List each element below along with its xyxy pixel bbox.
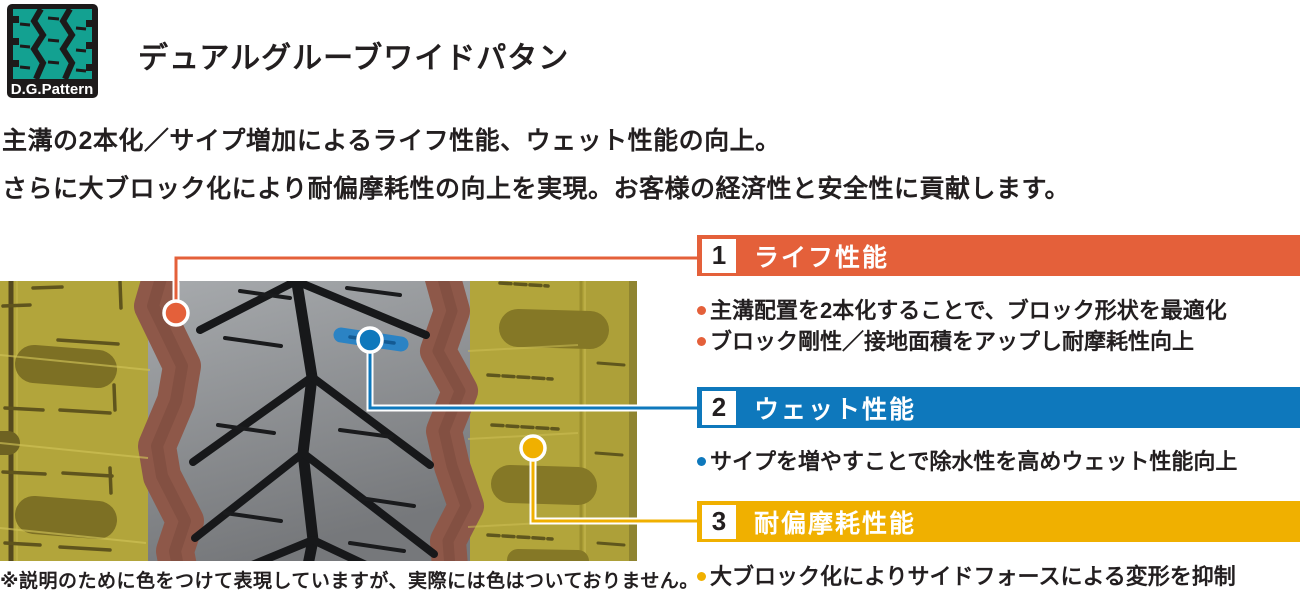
bullet-list-life: 主溝配置を2本化することで、ブロック形状を最適化 ブロック剛性／接地面積をアップ…: [697, 295, 1297, 357]
highlighted-sipe-wet: [333, 327, 409, 352]
bullet-dot: [697, 306, 706, 315]
section-header-wear: 3 耐偏摩耗性能: [697, 501, 1300, 542]
tire-tread-icon: [13, 7, 92, 81]
tire-tread-image: [0, 269, 637, 572]
bullet-text: 主溝配置を2本化することで、ブロック形状を最適化: [710, 298, 1227, 323]
bullet-item: サイプを増やすことで除水性を高めウェット性能向上: [697, 446, 1297, 477]
intro-paragraph: 主溝の2本化／サイプ増加によるライフ性能、ウェット性能の向上。 さらに大ブロック…: [2, 117, 1070, 213]
bullet-item: ブロック剛性／接地面積をアップし耐摩耗性向上: [697, 326, 1297, 357]
bullet-dot: [697, 337, 706, 346]
bullet-text: ブロック剛性／接地面積をアップし耐摩耗性向上: [710, 329, 1195, 354]
footnote: ※説明のために色をつけて表現していますが、実際には色はついておりません。: [0, 571, 699, 592]
section-header-life: 1 ライフ性能: [697, 235, 1300, 276]
section-number-wear: 3: [702, 504, 736, 539]
bullet-item: 大ブロック化によりサイドフォースによる変形を抑制: [697, 561, 1297, 592]
intro-line-2: さらに大ブロック化により耐偏摩耗性の向上を実現。お客様の経済性と安全性に貢献しま…: [2, 175, 1071, 203]
bullet-list-wear: 大ブロック化によりサイドフォースによる変形を抑制: [697, 561, 1297, 592]
section-title-wear: 耐偏摩耗性能: [754, 509, 917, 538]
bullet-text: サイプを増やすことで除水性を高めウェット性能向上: [710, 449, 1238, 474]
left-shoulder-detail: [0, 280, 151, 561]
page-title: デュアルグルーブワイドパタン: [138, 42, 570, 75]
bullet-dot: [697, 572, 706, 581]
dg-pattern-logo: D.G.Pattern: [7, 4, 98, 98]
section-number-life: 1: [702, 238, 736, 273]
bullet-item: 主溝配置を2本化することで、ブロック形状を最適化: [697, 295, 1297, 326]
section-header-wet: 2 ウェット性能: [697, 387, 1300, 428]
section-number-wet: 2: [702, 390, 736, 425]
bullet-dot: [697, 457, 706, 466]
bullet-text: 大ブロック化によりサイドフォースによる変形を抑制: [710, 564, 1236, 589]
section-title-life: ライフ性能: [754, 243, 890, 272]
bullet-list-wet: サイプを増やすことで除水性を高めウェット性能向上: [697, 446, 1297, 477]
logo-caption: D.G.Pattern: [11, 81, 94, 98]
section-title-wet: ウェット性能: [754, 395, 917, 424]
intro-line-1: 主溝の2本化／サイプ増加によるライフ性能、ウェット性能の向上。: [2, 127, 781, 155]
